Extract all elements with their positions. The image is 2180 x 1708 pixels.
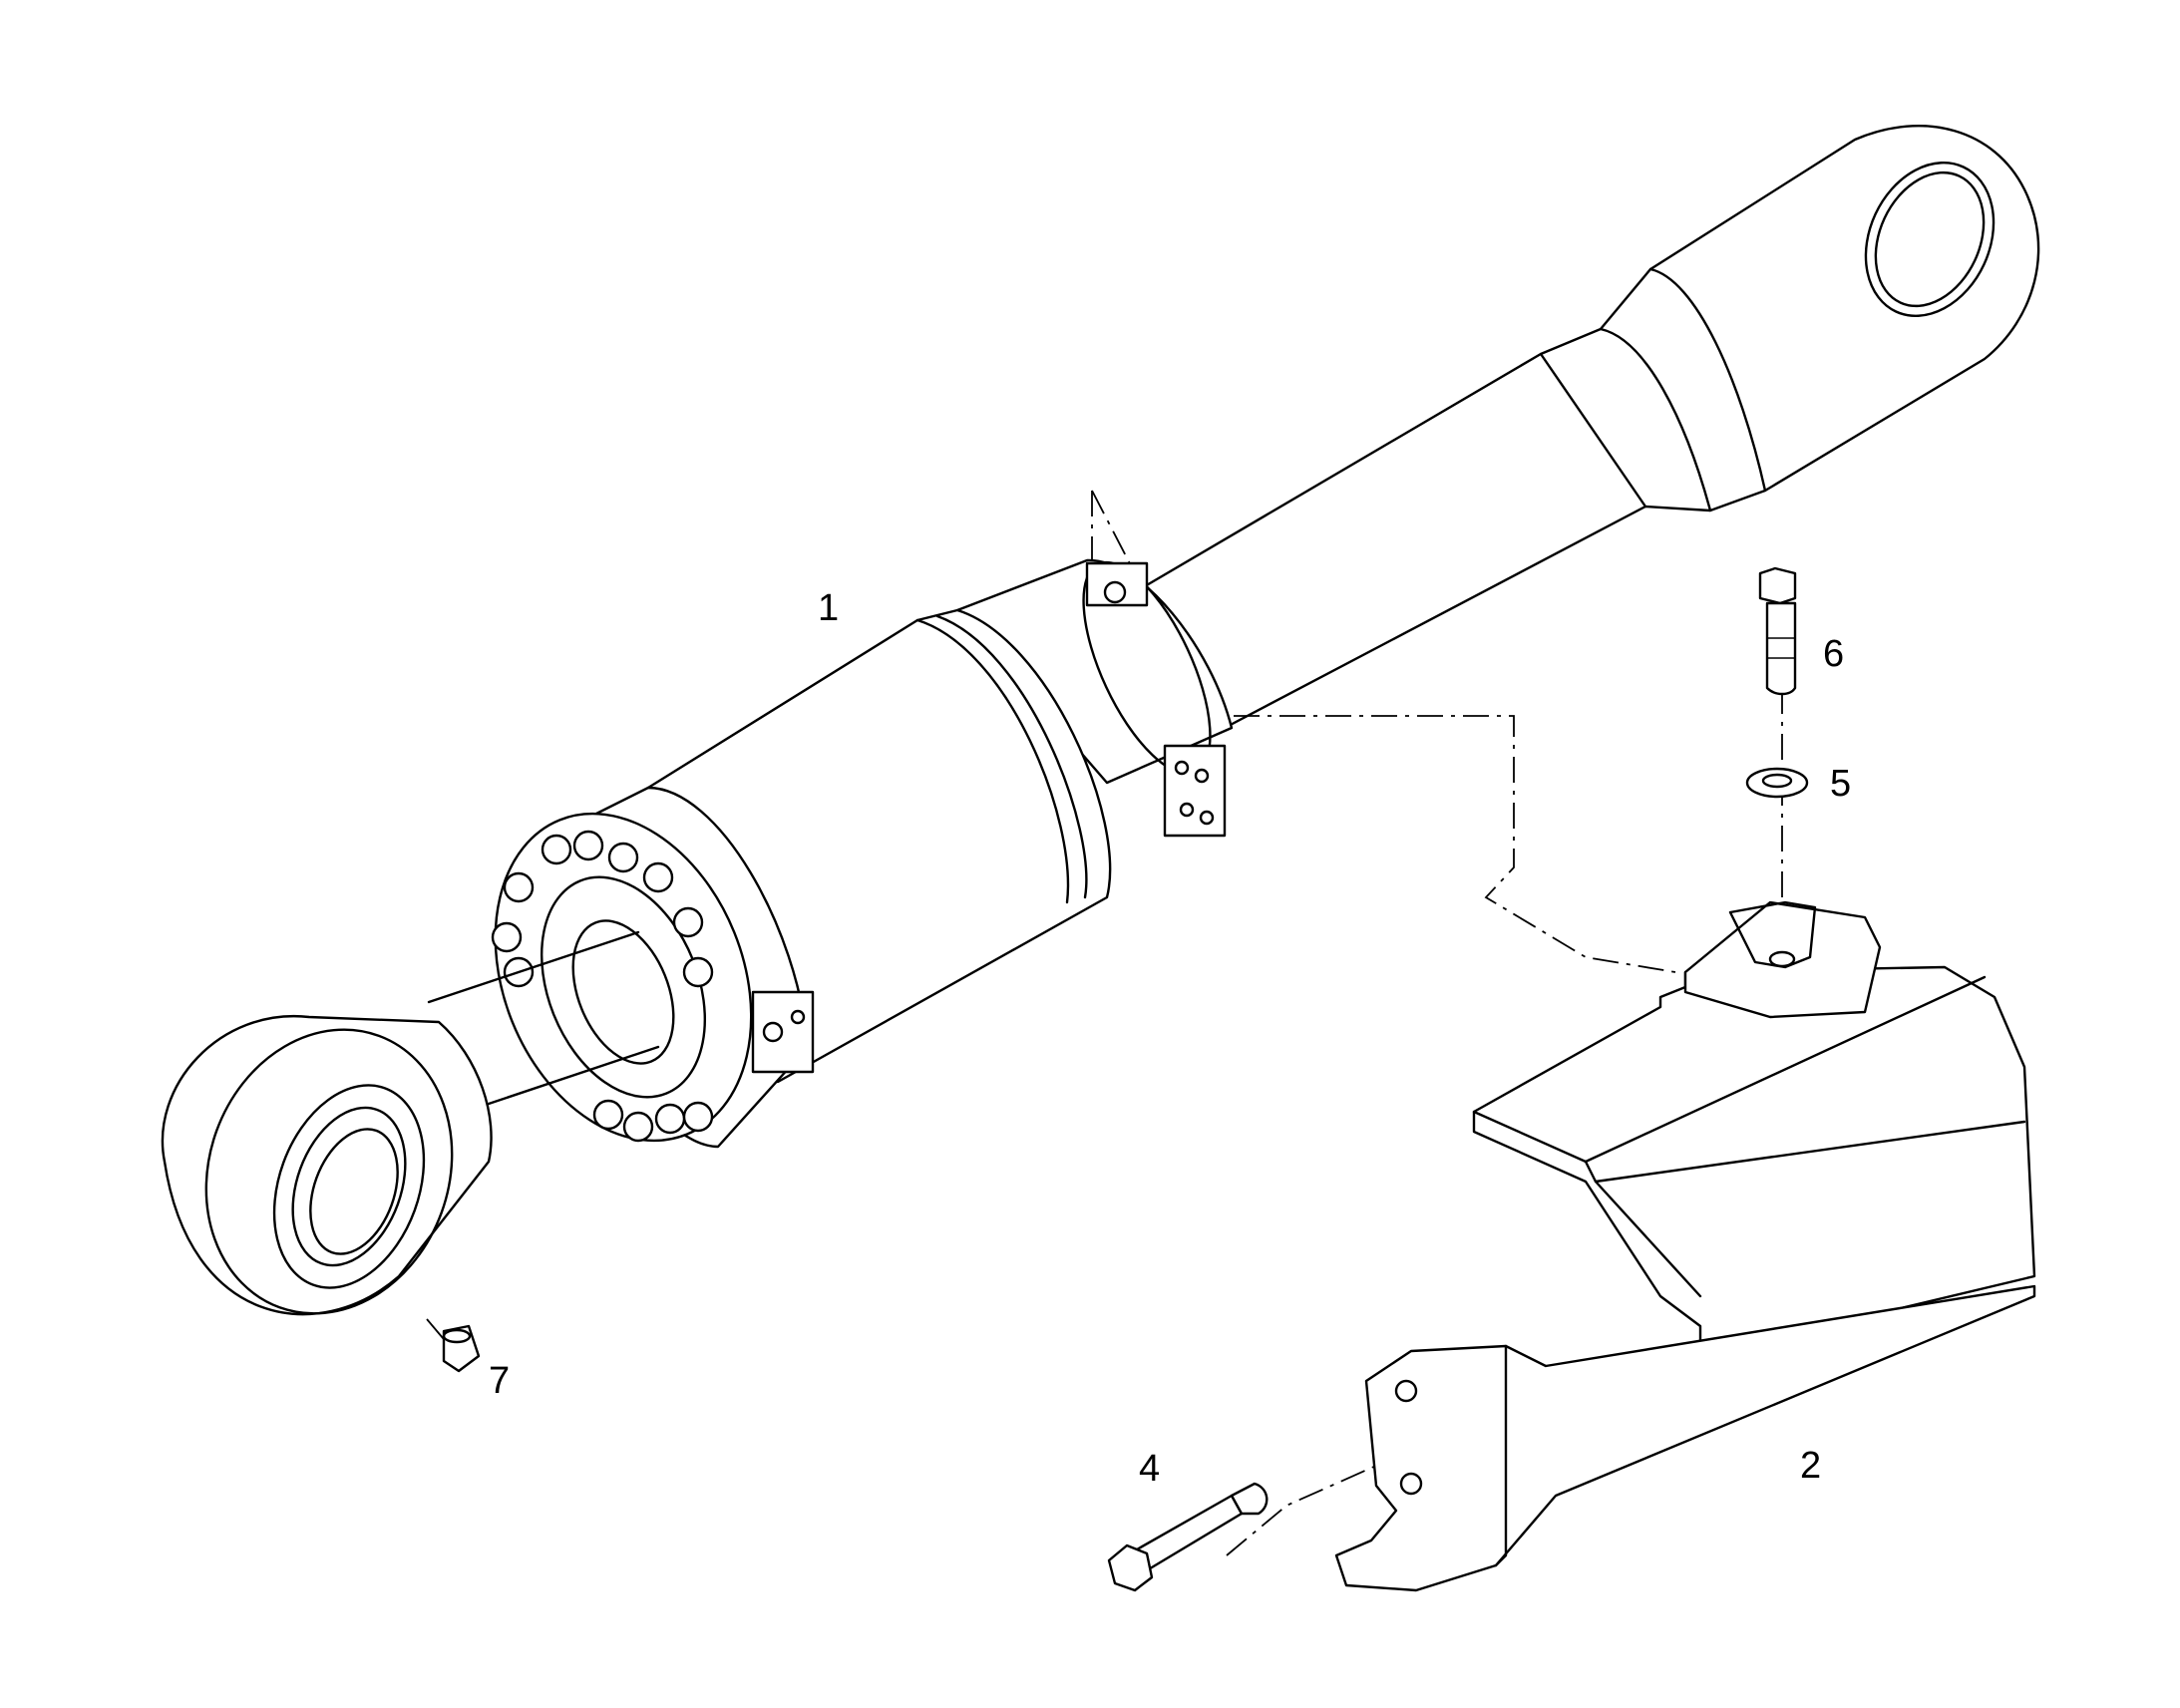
washer-part-5 bbox=[1745, 767, 1809, 799]
pin-bolt-part-4 bbox=[1107, 1482, 1269, 1592]
hex-bolt-part-6 bbox=[1758, 566, 1797, 696]
callouts: 1 2 4 5 6 7 bbox=[489, 587, 1851, 1490]
callout-1: 1 bbox=[818, 587, 839, 629]
mounting-bracket-part-2 bbox=[1334, 900, 2036, 1592]
flange-bolts bbox=[491, 830, 714, 1143]
callout-5: 5 bbox=[1830, 763, 1851, 805]
callout-4: 4 bbox=[1139, 1448, 1160, 1490]
callout-2: 2 bbox=[1800, 1445, 1821, 1487]
grease-nipple-part-7 bbox=[442, 1324, 481, 1373]
callout-6: 6 bbox=[1823, 633, 1844, 675]
callout-7: 7 bbox=[489, 1360, 510, 1402]
hydraulic-cylinder-part-1 bbox=[161, 125, 2040, 1316]
